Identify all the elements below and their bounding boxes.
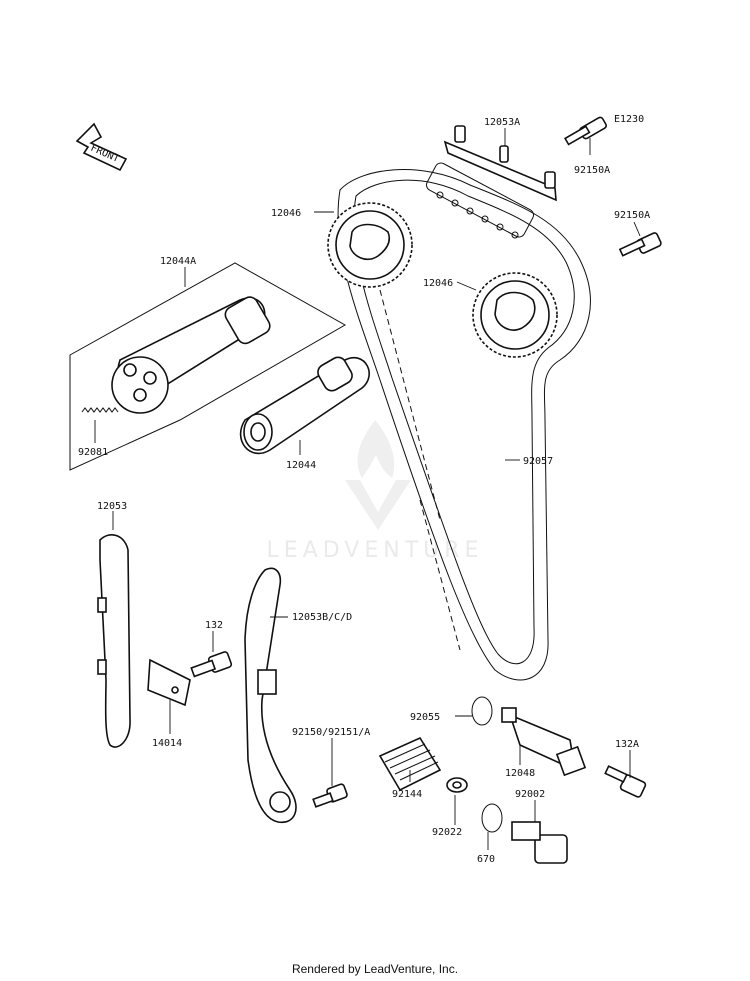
callout-92055[interactable]: 92055	[410, 712, 440, 723]
leader-lines	[94, 128, 641, 850]
bolt-132A[interactable]	[604, 765, 647, 798]
tensioner-12048[interactable]	[501, 707, 587, 777]
bolt-92150-92151A[interactable]	[312, 783, 348, 808]
callout-12046-upper[interactable]: 12046	[271, 208, 301, 219]
callout-12048[interactable]: 12048	[505, 768, 535, 779]
callout-670[interactable]: 670	[477, 854, 495, 865]
diagram-code: E1230	[614, 114, 644, 125]
chain-guide-12053A[interactable]	[443, 125, 557, 202]
bolt-132[interactable]	[190, 651, 233, 678]
washer-92022[interactable]	[446, 777, 468, 793]
leadventure-watermark: LEADVENTURE	[267, 420, 484, 563]
callout-132[interactable]: 132	[205, 620, 223, 631]
callout-92081[interactable]: 92081	[78, 447, 108, 458]
callout-12053BCD[interactable]: 12053B/C/D	[292, 612, 352, 623]
callout-92022[interactable]: 92022	[432, 827, 462, 838]
callout-12046-lower[interactable]: 12046	[423, 278, 453, 289]
callout-12053A[interactable]: 12053A	[484, 117, 520, 128]
callout-14014[interactable]: 14014	[152, 738, 182, 749]
callout-132A[interactable]: 132A	[615, 739, 639, 750]
sprocket-12046-upper[interactable]	[327, 202, 413, 288]
sprocket-12046-lower[interactable]	[472, 272, 558, 358]
callout-92150A-top[interactable]: 92150A	[574, 165, 610, 176]
callout-92057[interactable]: 92057	[523, 456, 553, 467]
o-ring-670[interactable]	[481, 803, 503, 833]
chain-links	[426, 162, 534, 239]
plug-92002[interactable]	[511, 821, 568, 864]
footer-credit: Rendered by LeadVenture, Inc.	[291, 962, 459, 976]
callout-labels: 12053A 92150A 12046 92150A 12046 12044A …	[78, 117, 650, 865]
spring-92081[interactable]	[81, 407, 119, 413]
chain-guide-12053BCD[interactable]	[244, 567, 297, 824]
watermark-text: LEADVENTURE	[267, 538, 484, 563]
front-arrow-icon: FRONT	[75, 122, 128, 172]
plate-14014[interactable]	[147, 658, 191, 707]
bolt-92150A-mid[interactable]	[618, 232, 662, 257]
callout-92150A-mid[interactable]: 92150A	[614, 210, 650, 221]
chain-guide-12053[interactable]	[97, 534, 131, 748]
callout-92144[interactable]: 92144	[392, 789, 422, 800]
spring-92144[interactable]	[378, 736, 442, 792]
timing-chain-92057[interactable]	[337, 161, 591, 681]
callout-12053[interactable]: 12053	[97, 501, 127, 512]
callout-12044[interactable]: 12044	[286, 460, 316, 471]
callout-12044A[interactable]: 12044A	[160, 256, 196, 267]
callout-92002[interactable]: 92002	[515, 789, 545, 800]
camshaft-12044[interactable]	[239, 354, 370, 455]
o-ring-92055[interactable]	[471, 696, 493, 726]
bolt-92150A-top[interactable]	[564, 116, 607, 146]
callout-92150-92151A[interactable]: 92150/92151/A	[292, 727, 370, 738]
camshaft-assembly-box-12044A[interactable]	[69, 262, 347, 471]
